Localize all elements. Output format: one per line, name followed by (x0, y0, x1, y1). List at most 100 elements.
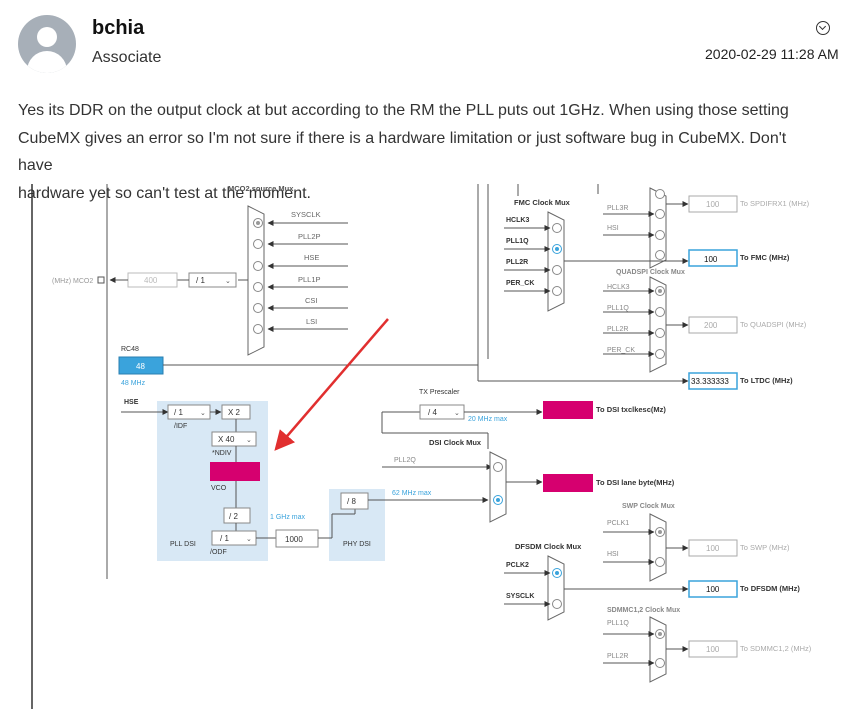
quadspi-input-label: HCLK3 (607, 284, 630, 291)
dfsdm-value: 100 (706, 585, 720, 594)
pll-idf-value: / 1 (174, 408, 183, 417)
options-menu-icon[interactable] (816, 21, 830, 35)
quadspi-value-box (688, 316, 738, 334)
post-line: Yes its DDR on the output clock at but a… (18, 102, 789, 119)
dsi-output-box (543, 474, 593, 492)
fmc-value: 100 (704, 255, 718, 264)
mco2-value: 400 (144, 276, 158, 285)
pll-hse-label: HSE (124, 399, 139, 406)
post-line: CubeMX gives an error so I'm not sure if… (18, 129, 787, 175)
pll-vco-box (210, 462, 260, 481)
mco2-input-label: HSE (304, 253, 319, 262)
pll-idf-label: /IDF (174, 423, 187, 430)
sdmmc-mux (649, 616, 667, 683)
mco2-mux-title: MCO2 source Mux (228, 184, 294, 193)
ltdc-output: To LTDC (MHz) (740, 376, 793, 385)
quadspi-output: To QUADSPI (MHz) (740, 320, 807, 329)
pll-ndiv-value: X 40 (218, 435, 235, 444)
tx-max-label: 20 MHz max (468, 416, 508, 423)
tx-output: To DSI txclkesc(Mz) (596, 405, 666, 414)
post-timestamp: 2020-02-29 11:28 AM (705, 46, 839, 62)
quadspi-mux-title: QUADSPI Clock Mux (616, 269, 685, 276)
dsi-input-label: PLL2Q (394, 457, 416, 464)
post-line: hardware yet so can't test at the moment… (18, 184, 311, 202)
pll-max-label: 1 GHz max (270, 514, 306, 521)
mco2-input-label: CSI (305, 296, 318, 305)
pll-output-value: 1000 (285, 535, 303, 544)
user-avatar[interactable] (18, 15, 76, 73)
swp-mux-title: SWP Clock Mux (622, 503, 675, 510)
phy-divider-box (340, 492, 369, 510)
fmc-mux-title: FMC Clock Mux (514, 198, 571, 207)
phy-max-label: 62 MHz max (392, 490, 432, 497)
fmc-input-label: PLL1Q (506, 238, 529, 245)
phy-divider-value: / 8 (347, 497, 356, 506)
mco2-divider-label: / 1 (196, 276, 205, 285)
fmc-mux (547, 211, 565, 312)
quadspi-input-label: PLL2R (607, 326, 628, 333)
mco2-output-label: (MHz) MCO2 (52, 278, 93, 285)
annotation-arrow (274, 318, 389, 451)
fmc-input-label: HCLK3 (506, 217, 529, 224)
svg-text:⌄: ⌄ (454, 410, 460, 417)
author-name[interactable]: bchia (92, 17, 145, 39)
pll-x2-value: X 2 (228, 408, 241, 417)
author-role: Associate (92, 49, 162, 66)
rc48-freq: 48 MHz (121, 380, 146, 387)
dfsdm-input-label: PCLK2 (506, 562, 529, 569)
clock-tree-diagram: MCO2 source Mux SYSCLK PLL2P HSE PLL1P C… (31, 184, 812, 709)
sdmmc-input-label: PLL2R (607, 653, 628, 660)
pll-odf-label: /ODF (210, 549, 227, 556)
spdif-input-label: HSI (607, 225, 619, 232)
swp-input-label: HSI (607, 551, 619, 558)
spdif-value-box (688, 195, 738, 213)
pll-ndiv-label: *NDIV (212, 450, 232, 457)
dsi-output: To DSI lane byte(MHz) (596, 478, 675, 487)
pll-ndiv-select (211, 431, 257, 447)
dfsdm-mux-title: DFSDM Clock Mux (515, 542, 582, 551)
mco2-input-label: LSI (306, 317, 317, 326)
phy-dsi-name: PHY DSI (343, 541, 371, 548)
pll-div2-box (223, 507, 251, 524)
avatar-head (37, 27, 57, 47)
pll-vco-label: VCO (211, 485, 227, 492)
sdmmc-input-label: PLL1Q (607, 620, 629, 627)
dfsdm-output: To DFSDM (MHz) (740, 584, 800, 593)
pll-odf-value: / 1 (220, 534, 229, 543)
pll-dsi-name: PLL DSI (170, 541, 196, 548)
svg-text:⌄: ⌄ (225, 278, 231, 285)
swp-value-box (688, 539, 738, 557)
sdmmc-output: To SDMMC1,2 (MHz) (740, 644, 812, 653)
dfsdm-input-label: SYSCLK (506, 593, 534, 600)
dfsdm-mux (547, 555, 565, 621)
swp-mux (649, 513, 667, 582)
spdif-input-label: PLL3R (607, 205, 628, 212)
swp-output: To SWP (MHz) (740, 543, 790, 552)
fmc-input-label: PLL2R (506, 259, 528, 266)
tx-prescaler-title: TX Prescaler (419, 389, 460, 396)
mco2-input-label: SYSCLK (291, 210, 321, 219)
quadspi-input-label: PER_CK (607, 347, 635, 354)
spdif-value: 100 (706, 200, 720, 209)
avatar-body (27, 51, 67, 73)
rc48-label: RC48 (121, 346, 139, 353)
post-body: Yes its DDR on the output clock at but a… (18, 97, 818, 207)
svg-text:⌄: ⌄ (246, 437, 252, 444)
tx-divider-value: / 4 (428, 408, 437, 417)
pll-div2-value: / 2 (229, 512, 238, 521)
sdmmc-mux-title: SDMMC1,2 Clock Mux (607, 607, 680, 614)
spdif-output: To SPDIFRX1 (MHz) (740, 199, 810, 208)
fmc-output: To FMC (MHz) (740, 253, 790, 262)
mco2-input-label: PLL1P (298, 275, 321, 284)
sdmmc-value-box (688, 640, 738, 658)
svg-text:⌄: ⌄ (246, 536, 252, 543)
fmc-value-box (688, 249, 738, 267)
dfsdm-value-box (688, 580, 738, 598)
quadspi-mux (649, 276, 667, 373)
swp-value: 100 (706, 544, 720, 553)
quadspi-input-label: PLL1Q (607, 305, 629, 312)
ltdc-value: 33.333333 (691, 377, 729, 386)
svg-text:⌄: ⌄ (200, 410, 206, 417)
dsi-mux-title: DSI Clock Mux (429, 438, 482, 447)
fmc-input-label: PER_CK (506, 280, 534, 287)
